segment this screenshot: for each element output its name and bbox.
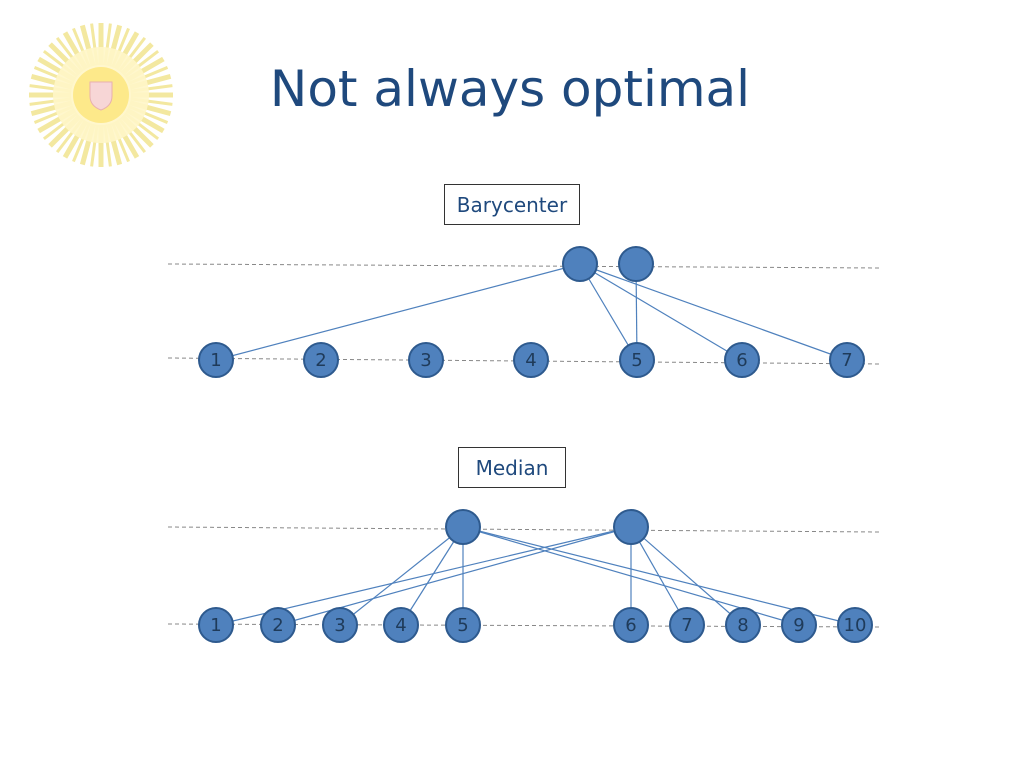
- median-bottom-node-label-2: 2: [272, 615, 283, 636]
- median-edge-a-3: [339, 526, 464, 626]
- barycenter-bottom-node-label-4: 4: [525, 350, 536, 371]
- barycenter-edge-a-7: [579, 263, 848, 361]
- barycenter-top-layer-line: [167, 263, 881, 269]
- median-bottom-node-4: [383, 607, 419, 643]
- median-bottom-node-8: [725, 607, 761, 643]
- median-bottom-node-label-3: 3: [334, 615, 345, 636]
- median-bottom-node-1: [198, 607, 234, 643]
- median-bottom-node-label-8: 8: [737, 615, 748, 636]
- barycenter-edge-a-6: [579, 263, 743, 361]
- barycenter-bottom-node-label-5: 5: [631, 350, 642, 371]
- median-bottom-node-label-10: 10: [844, 615, 867, 636]
- median-bottom-node-label-9: 9: [793, 615, 804, 636]
- barycenter-bottom-node-label-2: 2: [315, 350, 326, 371]
- median-top-layer-line: [167, 526, 881, 533]
- barycenter-bottom-node-label-7: 7: [841, 350, 852, 371]
- barycenter-bottom-node-5: [619, 342, 655, 378]
- barycenter-bottom-node-4: [513, 342, 549, 378]
- median-bottom-node-label-7: 7: [681, 615, 692, 636]
- barycenter-label-box: Barycenter: [444, 184, 580, 225]
- barycenter-edge-a-5: [579, 263, 638, 361]
- median-edge-b-7: [630, 526, 688, 626]
- slide-title: Not always optimal: [269, 60, 751, 118]
- barycenter-bottom-node-1: [198, 342, 234, 378]
- barycenter-bottom-node-7: [829, 342, 865, 378]
- median-edge-b-8: [630, 526, 744, 626]
- barycenter-top-node-b: [618, 246, 654, 282]
- median-diagram: 1 2 3 4 5 6 7 8 9 10: [167, 509, 881, 643]
- barycenter-bottom-node-3: [408, 342, 444, 378]
- median-label-box: Median: [458, 447, 566, 488]
- barycenter-bottom-node-6: [724, 342, 760, 378]
- barycenter-top-node-a: [562, 246, 598, 282]
- median-bottom-node-label-5: 5: [457, 615, 468, 636]
- barycenter-bottom-node-2: [303, 342, 339, 378]
- university-seal-logo: [29, 23, 173, 167]
- median-bottom-node-3: [322, 607, 358, 643]
- median-bottom-node-6: [613, 607, 649, 643]
- median-bottom-node-2: [260, 607, 296, 643]
- shield-icon: [89, 81, 113, 111]
- median-bottom-node-9: [781, 607, 817, 643]
- median-bottom-node-10: [837, 607, 873, 643]
- median-bottom-node-7: [669, 607, 705, 643]
- barycenter-bottom-node-label-3: 3: [420, 350, 431, 371]
- median-bottom-node-label-6: 6: [625, 615, 636, 636]
- barycenter-bottom-node-label-6: 6: [736, 350, 747, 371]
- median-bottom-node-label-4: 4: [395, 615, 406, 636]
- median-bottom-node-label-1: 1: [210, 615, 221, 636]
- barycenter-bottom-node-label-1: 1: [210, 350, 221, 371]
- median-top-node-a: [445, 509, 481, 545]
- barycenter-diagram: 1 2 3 4 5 6 7: [167, 246, 881, 378]
- median-edge-a-4: [400, 526, 464, 626]
- barycenter-edge-a-1: [215, 263, 581, 361]
- median-top-node-b: [613, 509, 649, 545]
- median-bottom-node-5: [445, 607, 481, 643]
